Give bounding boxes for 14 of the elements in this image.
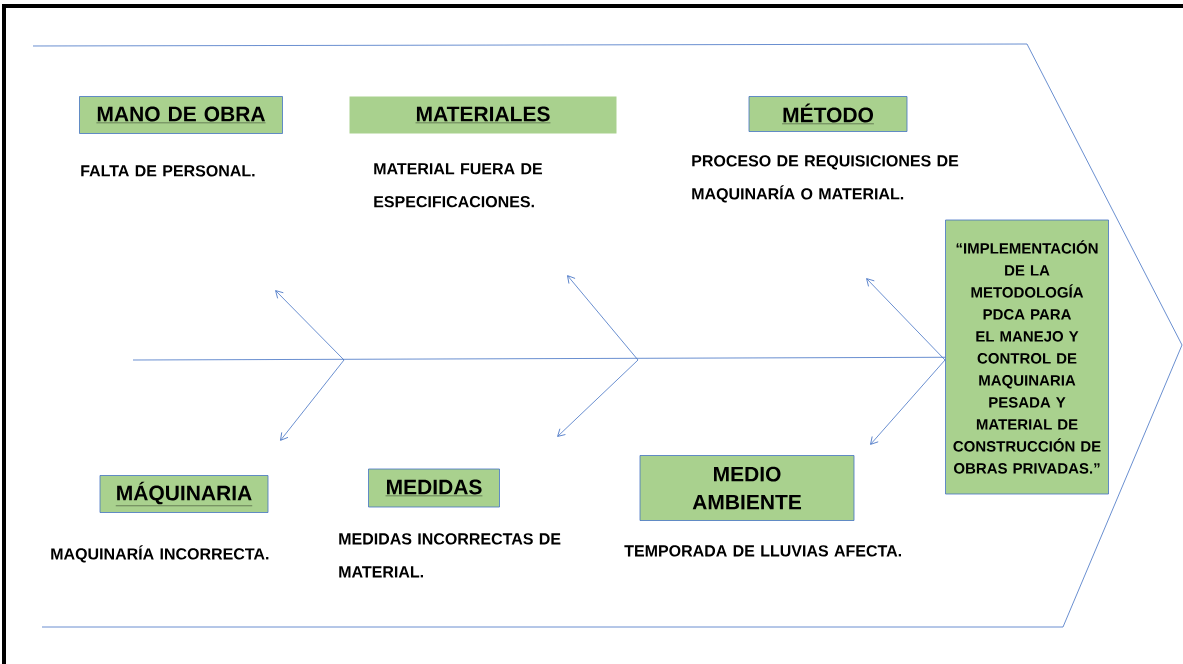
category-box: MÉTODO — [748, 96, 908, 132]
category-box: MÁQUINARIA — [99, 475, 269, 513]
category-box: “IMPLEMENTACIÓN DE LA METODOLOGÍA PDCA PARA EL MANEJO Y CONTROL DE MAQUINARIA PESADA Y MATERIAL DE CONSTRUCCIÓN DE OBRAS PRIVADAS.” — [945, 219, 1109, 495]
category-box: MEDIO AMBIENTE — [639, 455, 855, 521]
cause-text: FALTA DE PERSONAL. — [81, 165, 255, 177]
cause-text: MEDIDAS INCORRECTAS DE MATERIAL. — [339, 533, 561, 578]
cause-text: MATERIAL FUERA DE ESPECIFICACIONES. — [374, 163, 543, 208]
cause-text: TEMPORADA DE LLUVIAS AFECTA. — [624, 545, 901, 557]
category-box: MATERIALES — [349, 96, 617, 134]
category-box: MANO DE OBRA — [79, 96, 283, 134]
category-box: MEDIDAS — [368, 468, 500, 508]
cause-text: MAQUINARÍA INCORRECTA. — [51, 545, 269, 563]
spine-line — [132, 356, 946, 361]
cause-text: PROCESO DE REQUISICIONES DE MAQUINARÍA O MATERIAL. — [692, 155, 959, 203]
